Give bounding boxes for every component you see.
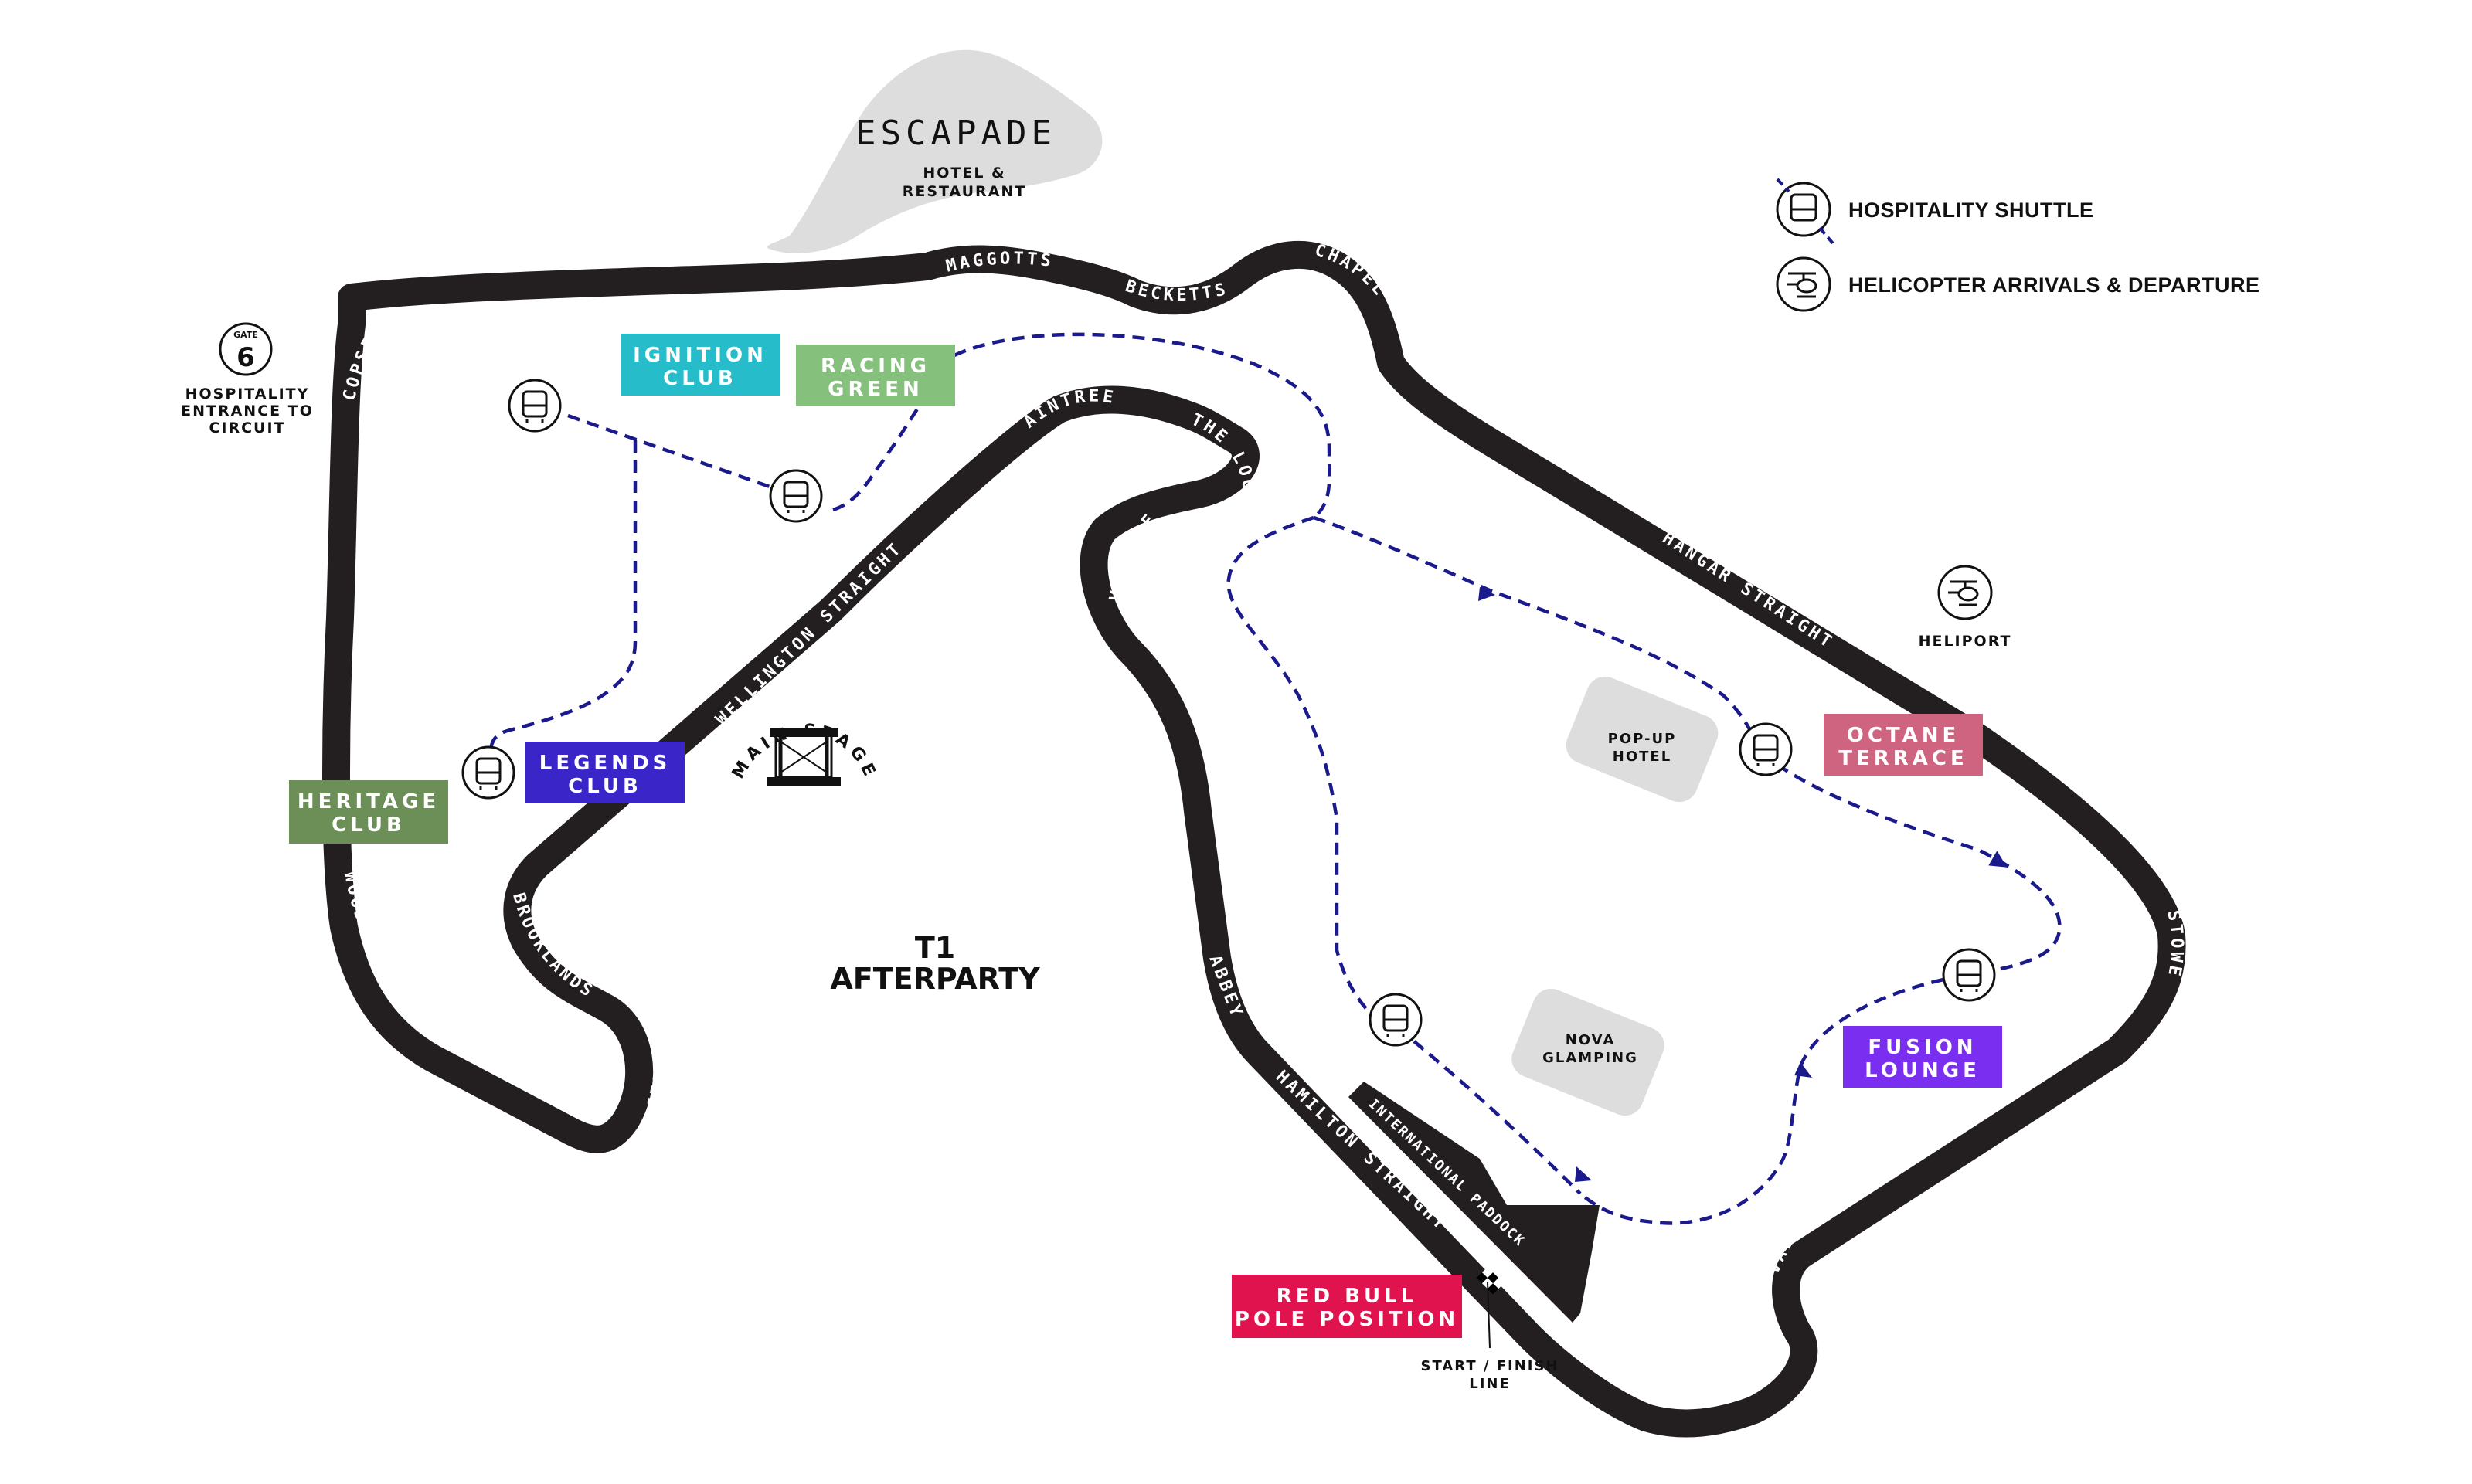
gate-text-line1: HOSPITALITY bbox=[185, 385, 310, 402]
gate-text-line3: CIRCUIT bbox=[209, 419, 285, 436]
popup-hotel-zone bbox=[1566, 676, 1719, 803]
escapade-title: ESCAPADE bbox=[855, 114, 1056, 153]
bus-stop-icon[interactable] bbox=[1369, 993, 1423, 1047]
fusion-line2: LOUNGE bbox=[1865, 1059, 1981, 1082]
heritage-line1: HERITAGE bbox=[298, 790, 440, 813]
nova-glamping-zone bbox=[1511, 988, 1664, 1116]
gate-label: GATE bbox=[233, 330, 258, 340]
hangar-straight: HANGAR STRAIGHT bbox=[1659, 528, 1838, 653]
heritage-line2: CLUB bbox=[332, 813, 406, 837]
red-bull-pole-position-box[interactable]: RED BULL POLE POSITION bbox=[1232, 1275, 1462, 1338]
legends-club-box[interactable]: LEGENDS CLUB bbox=[525, 742, 685, 803]
bus-icon bbox=[1776, 182, 1831, 237]
legends-line2: CLUB bbox=[568, 775, 642, 798]
escapade-line1: HOTEL & bbox=[923, 165, 1005, 182]
octane-line1: OCTANE bbox=[1847, 724, 1960, 747]
nova-line2: GLAMPING bbox=[1542, 1050, 1638, 1066]
bus-stop-icon[interactable] bbox=[1942, 948, 1996, 1002]
popup-hotel-line2: HOTEL bbox=[1613, 749, 1671, 765]
race-track bbox=[322, 240, 2186, 1438]
ignition-line1: IGNITION bbox=[633, 344, 767, 367]
escapade-line2: RESTAURANT bbox=[903, 183, 1027, 200]
heliport-icon[interactable] bbox=[1937, 565, 1993, 620]
start-finish-pointer bbox=[1487, 1282, 1491, 1349]
popup-hotel-line1: POP-UP bbox=[1608, 731, 1677, 747]
fusion-lounge-box[interactable]: FUSION LOUNGE bbox=[1843, 1026, 2002, 1088]
helicopter-icon bbox=[1776, 256, 1831, 312]
legend-shuttle: HOSPITALITY SHUTTLE bbox=[1848, 199, 2094, 222]
afterparty-line2: AFTERPARTY bbox=[830, 962, 1040, 996]
start-finish-line1: START / FINISH bbox=[1421, 1358, 1559, 1374]
fusion-line1: FUSION bbox=[1868, 1036, 1977, 1059]
bus-stop-icon[interactable] bbox=[461, 745, 515, 800]
start-finish-line2: LINE bbox=[1469, 1376, 1511, 1392]
legend: HOSPITALITY SHUTTLE HELICOPTER ARRIVALS … bbox=[1776, 178, 2260, 312]
heliport-label: HELIPORT bbox=[1919, 633, 2012, 650]
gate-number: 6 bbox=[236, 342, 255, 373]
red-bull-line1: RED BULL bbox=[1277, 1285, 1417, 1308]
wellington-straight: WELLINGTON STRAIGHT bbox=[712, 538, 906, 729]
octane-terrace-box[interactable]: OCTANE TERRACE bbox=[1824, 714, 1983, 776]
gate-text-line2: ENTRANCE TO bbox=[181, 402, 314, 419]
bus-stop-icon[interactable] bbox=[1739, 722, 1793, 776]
bus-stop-icon[interactable] bbox=[508, 379, 562, 433]
red-bull-line2: POLE POSITION bbox=[1235, 1308, 1459, 1331]
international-paddock bbox=[1348, 1082, 1600, 1323]
racing-green-line2: GREEN bbox=[828, 378, 923, 401]
legend-helicopter: HELICOPTER ARRIVALS & DEPARTURE bbox=[1848, 273, 2260, 297]
racing-green-line1: RACING bbox=[821, 355, 930, 378]
ignition-club-box[interactable]: IGNITION CLUB bbox=[621, 334, 780, 396]
racing-green-box[interactable]: RACING GREEN bbox=[796, 345, 955, 406]
stage-icon[interactable] bbox=[767, 728, 841, 786]
legends-line1: LEGENDS bbox=[539, 752, 672, 775]
afterparty-line1: T1 bbox=[915, 931, 955, 965]
nova-line1: NOVA bbox=[1566, 1032, 1616, 1048]
ignition-line2: CLUB bbox=[663, 367, 737, 390]
escapade-zone bbox=[767, 49, 1103, 253]
corner-farm-curve: FARM CURVE bbox=[1216, 715, 1258, 851]
heritage-club-box[interactable]: HERITAGE CLUB bbox=[289, 780, 448, 844]
gate-6-marker[interactable]: GATE 6 bbox=[219, 322, 273, 376]
shuttle-routes bbox=[488, 332, 2062, 1225]
bus-stop-icon[interactable] bbox=[769, 469, 823, 523]
octane-line2: TERRACE bbox=[1838, 747, 1968, 770]
